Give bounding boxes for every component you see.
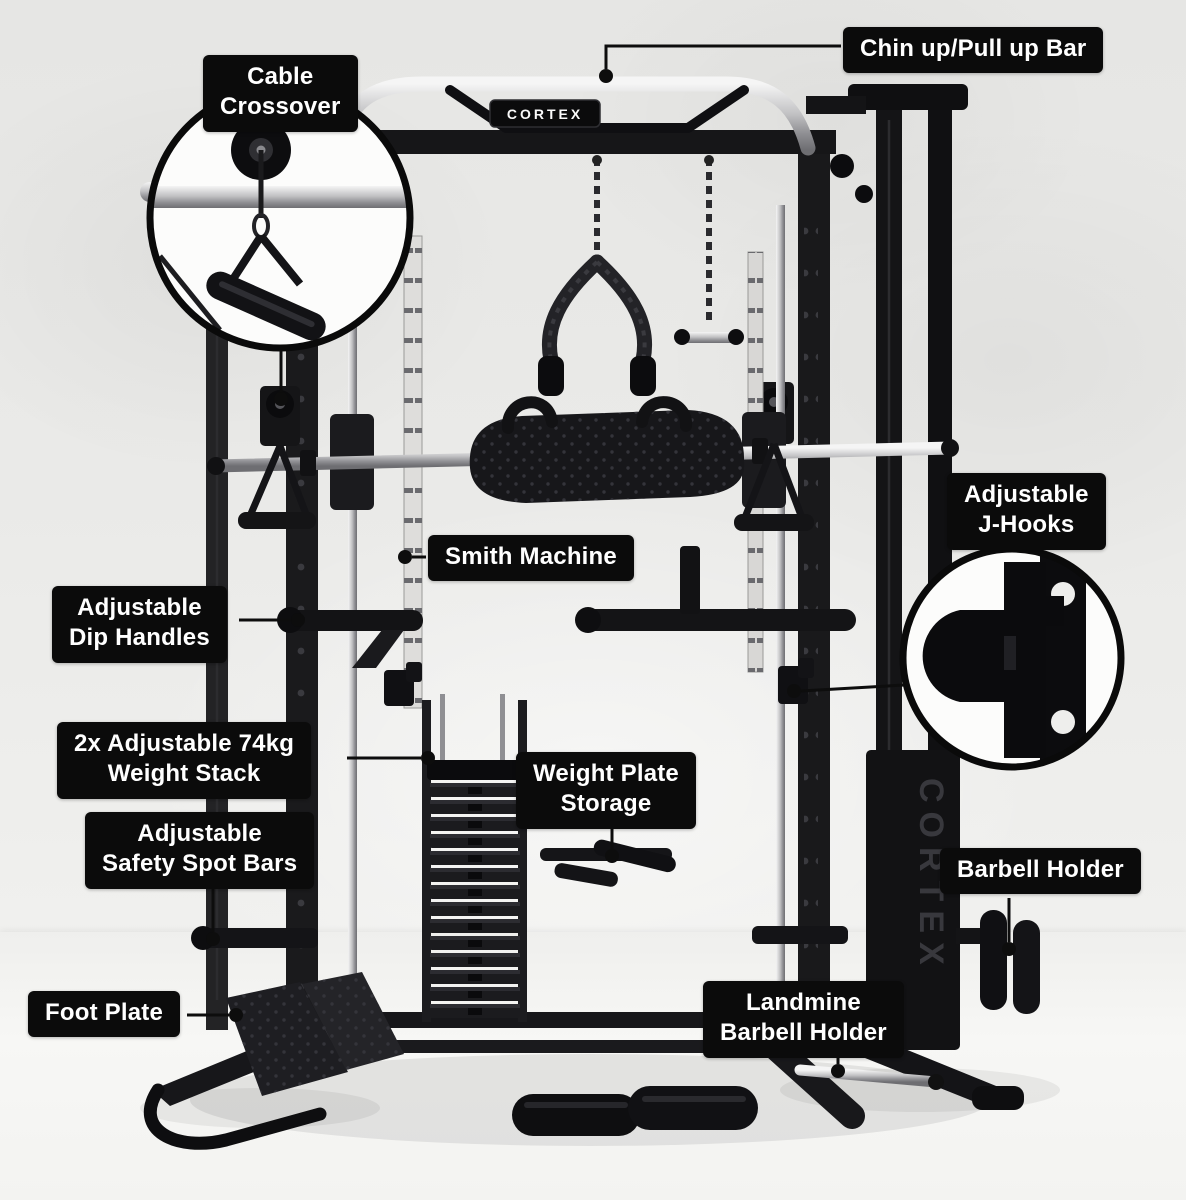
inset-cable-crossover [146,84,414,352]
brand-logo: CORTEX [507,106,583,122]
label-smith-machine: Smith Machine [428,535,634,582]
label-foot-plate: Foot Plate [28,991,181,1038]
hanging-attachments [469,155,745,503]
label-cable-crossover: Cable Crossover [203,55,358,132]
inset-j-hooks [899,545,1125,771]
label-weight-plate-storage: Weight Plate Storage [516,752,696,829]
label-landmine-barbell-holder: Landmine Barbell Holder [703,981,904,1058]
label-adjustable-j-hooks: Adjustable J-Hooks [947,473,1106,550]
weight-stack-part [422,694,527,1022]
connector-lines [187,44,1011,1064]
plate-storage-part [540,839,676,887]
label-adjustable-dip-handles: Adjustable Dip Handles [52,586,227,663]
dip-handles-part [277,546,856,668]
base-and-feet [143,972,1024,1150]
j-hooks-part [384,658,814,706]
label-weight-stack: 2x Adjustable 74kg Weight Stack [57,722,312,799]
cable-handles [238,442,814,531]
label-chin-up-pull-up-bar: Chin up/Pull up Bar [843,27,1104,74]
label-barbell-holder: Barbell Holder [940,848,1141,895]
label-safety-spot-bars: Adjustable Safety Spot Bars [85,812,315,889]
connector-dots [206,69,1016,1078]
barbell-holder-part [956,910,1040,1014]
